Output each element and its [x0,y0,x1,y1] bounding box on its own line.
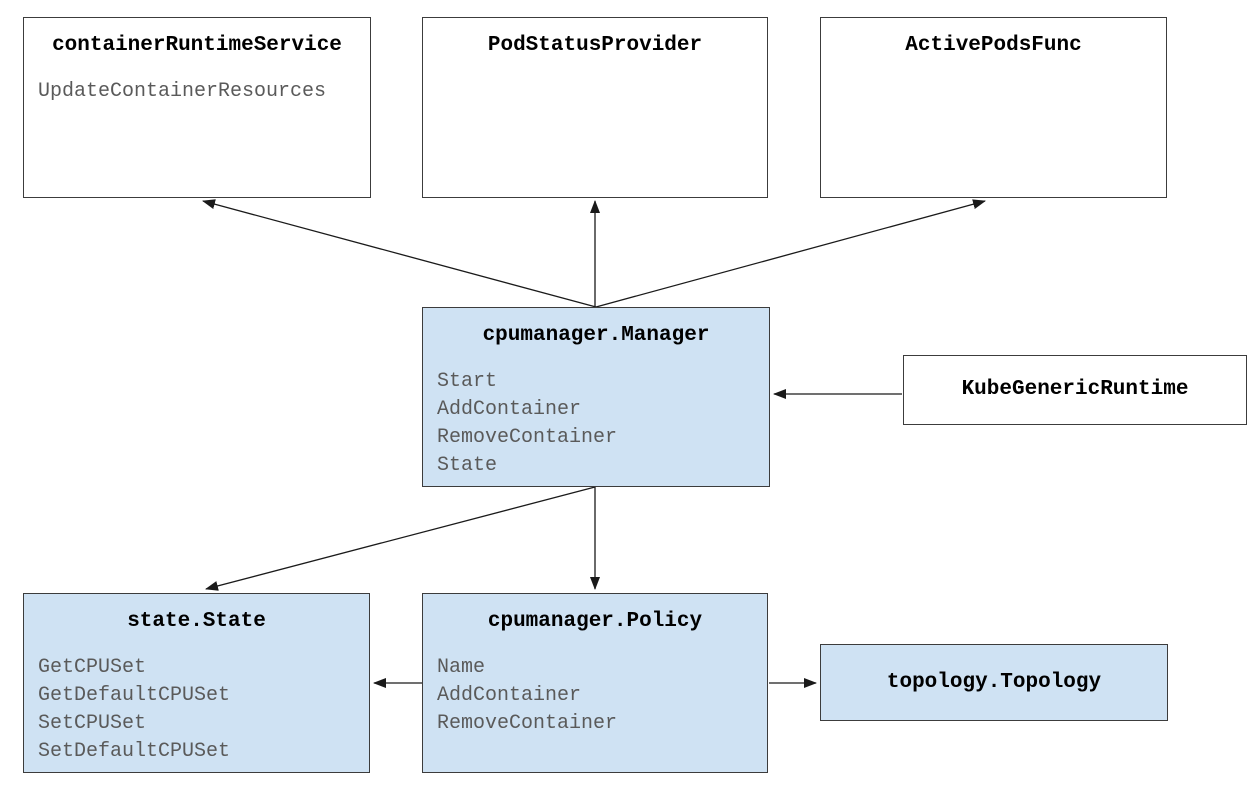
box-container-runtime-service: containerRuntimeService UpdateContainerR… [23,17,371,198]
method-line: GetCPUSet [38,656,147,679]
method-line: Start [437,370,498,393]
box-active-pods-func: ActivePodsFunc [820,17,1167,198]
box-methods: Name AddContainer RemoveContainer [437,654,767,738]
box-methods: GetCPUSet GetDefaultCPUSet SetCPUSet Set… [38,654,369,766]
box-title: state.State [127,610,266,633]
box-title: ActivePodsFunc [905,34,1082,57]
box-title: PodStatusProvider [487,34,703,57]
box-title: KubeGenericRuntime [961,378,1189,401]
method-line: GetDefaultCPUSet [38,684,231,707]
box-cpumanager-policy: cpumanager.Policy Name AddContainer Remo… [422,593,768,773]
method-line: UpdateContainerResources [38,80,327,103]
arrow-manager-to-active-pods-func [595,199,986,308]
box-title: cpumanager.Policy [487,610,703,633]
method-line: SetCPUSet [38,712,147,735]
box-state-state: state.State GetCPUSet GetDefaultCPUSet S… [23,593,370,773]
box-title: containerRuntimeService [52,34,342,57]
method-line: State [437,454,498,477]
box-topology-topology: topology.Topology [820,644,1168,721]
method-line: RemoveContainer [437,712,618,735]
box-methods: UpdateContainerResources [38,78,370,106]
arrow-manager-to-state [205,486,596,591]
method-line: RemoveContainer [437,426,618,449]
box-methods: Start AddContainer RemoveContainer State [437,368,769,480]
arrow-manager-to-container-runtime-service [202,199,597,308]
box-title: topology.Topology [886,670,1102,694]
method-line: SetDefaultCPUSet [38,740,231,763]
method-line: AddContainer [437,398,582,421]
box-cpumanager-manager: cpumanager.Manager Start AddContainer Re… [422,307,770,487]
box-kube-generic-runtime: KubeGenericRuntime [903,355,1247,425]
box-title: cpumanager.Manager [482,324,710,347]
method-line: Name [437,656,486,679]
method-line: AddContainer [437,684,582,707]
box-pod-status-provider: PodStatusProvider [422,17,768,198]
